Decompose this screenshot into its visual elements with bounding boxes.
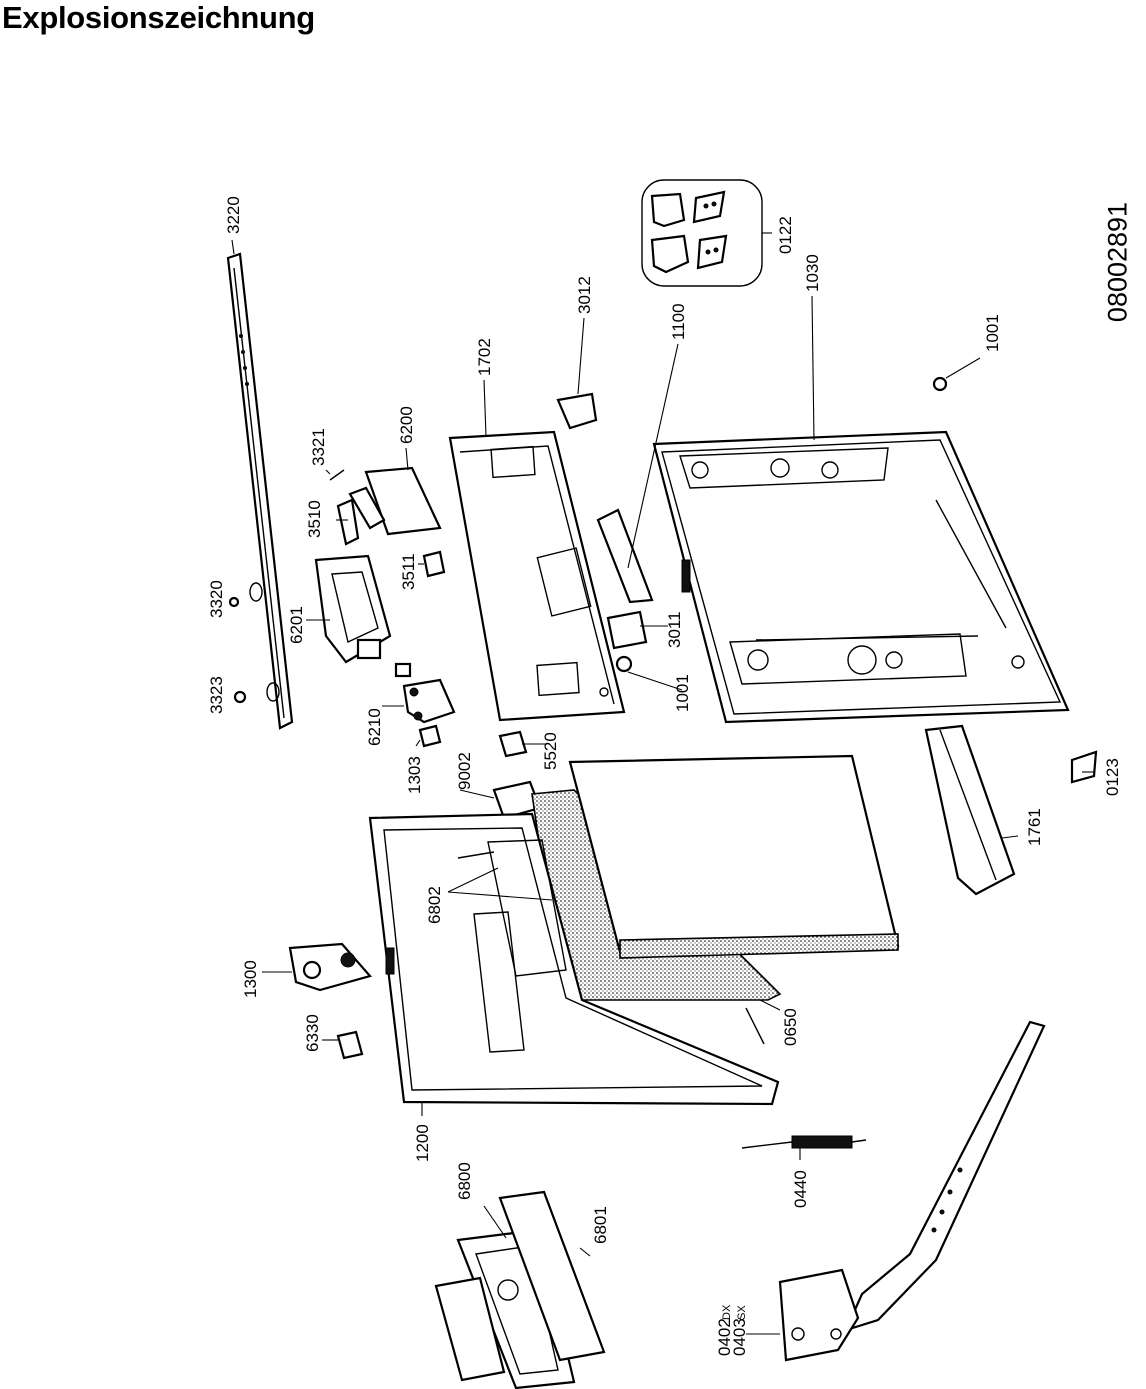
label-3511: 3511 (399, 553, 418, 590)
label-0440: 0440 (791, 1170, 810, 1208)
control-strip-3220-drawing (226, 252, 294, 730)
kit-0122-drawing (641, 179, 763, 287)
label-1300: 1300 (241, 960, 260, 998)
label-1030: 1030 (803, 254, 822, 292)
label-1702: 1702 (475, 338, 494, 376)
label-6802: 6802 (425, 886, 444, 924)
latch-1300-drawing (288, 942, 372, 992)
label-0122: 0122 (776, 216, 795, 254)
part-6330-drawing (336, 1030, 364, 1060)
label-3510: 3510 (305, 500, 324, 538)
label-0403: 0403 (730, 1318, 749, 1356)
module-6201-drawing (314, 554, 392, 664)
label-3012: 3012 (575, 276, 594, 314)
label-1100: 1100 (669, 303, 688, 340)
plinth-1761-drawing (924, 724, 1016, 896)
label-0123: 0123 (1103, 758, 1122, 796)
label-6801: 6801 (591, 1206, 610, 1244)
switch-6210-drawing (394, 662, 456, 724)
label-6210: 6210 (365, 708, 384, 746)
part-3012-drawing (556, 392, 598, 430)
screw-1001-drawing (932, 376, 948, 392)
hinge-0402-0403-drawing (778, 1020, 1046, 1362)
inner-frame-1200-drawing (368, 812, 780, 1106)
label-1200: 1200 (413, 1124, 432, 1162)
electronics-6200-drawing (329, 466, 446, 578)
part-0123-drawing (1070, 750, 1098, 784)
label-0402-0403: 0402 DX 0403 SX (715, 1304, 749, 1356)
gasket-6801-drawing (498, 1190, 606, 1362)
outer-panel-1030-drawing (652, 430, 1070, 724)
label-6201: 6201 (287, 606, 306, 644)
part-1303-drawing (418, 724, 442, 748)
knob-3323-drawing (233, 690, 247, 704)
label-1761: 1761 (1025, 808, 1044, 846)
page-title: Explosionszeichnung (2, 0, 315, 35)
label-6330: 6330 (303, 1014, 322, 1052)
label-3011: 3011 (665, 611, 684, 648)
label-6200: 6200 (397, 406, 416, 444)
leader-lines (231, 232, 1094, 1335)
part-3011-drawing (606, 610, 648, 650)
label-0403-suffix: SX (736, 1305, 748, 1320)
label-3321: 3321 (309, 428, 328, 466)
label-3220: 3220 (224, 196, 243, 234)
label-1001-top: 1001 (983, 314, 1002, 352)
label-6800: 6800 (455, 1162, 474, 1200)
label-1303: 1303 (405, 756, 424, 794)
spring-0440-drawing (741, 1135, 867, 1149)
label-0402: 0402 (715, 1318, 734, 1356)
label-3323: 3323 (207, 676, 226, 714)
label-1001-mid: 1001 (673, 674, 692, 712)
insulation-0650-drawing (531, 754, 900, 1001)
control-panel-1702-drawing (448, 430, 626, 722)
part-1100-drawing (596, 508, 654, 604)
part-1001-drawing (615, 655, 633, 673)
label-0650: 0650 (781, 1008, 800, 1046)
label-9002: 9002 (455, 752, 474, 790)
label-0402-suffix: DX (721, 1304, 733, 1320)
part-5520-drawing (498, 730, 528, 758)
label-3320: 3320 (207, 580, 226, 618)
label-5520: 5520 (541, 732, 560, 770)
knob-3320-drawing (228, 596, 240, 608)
